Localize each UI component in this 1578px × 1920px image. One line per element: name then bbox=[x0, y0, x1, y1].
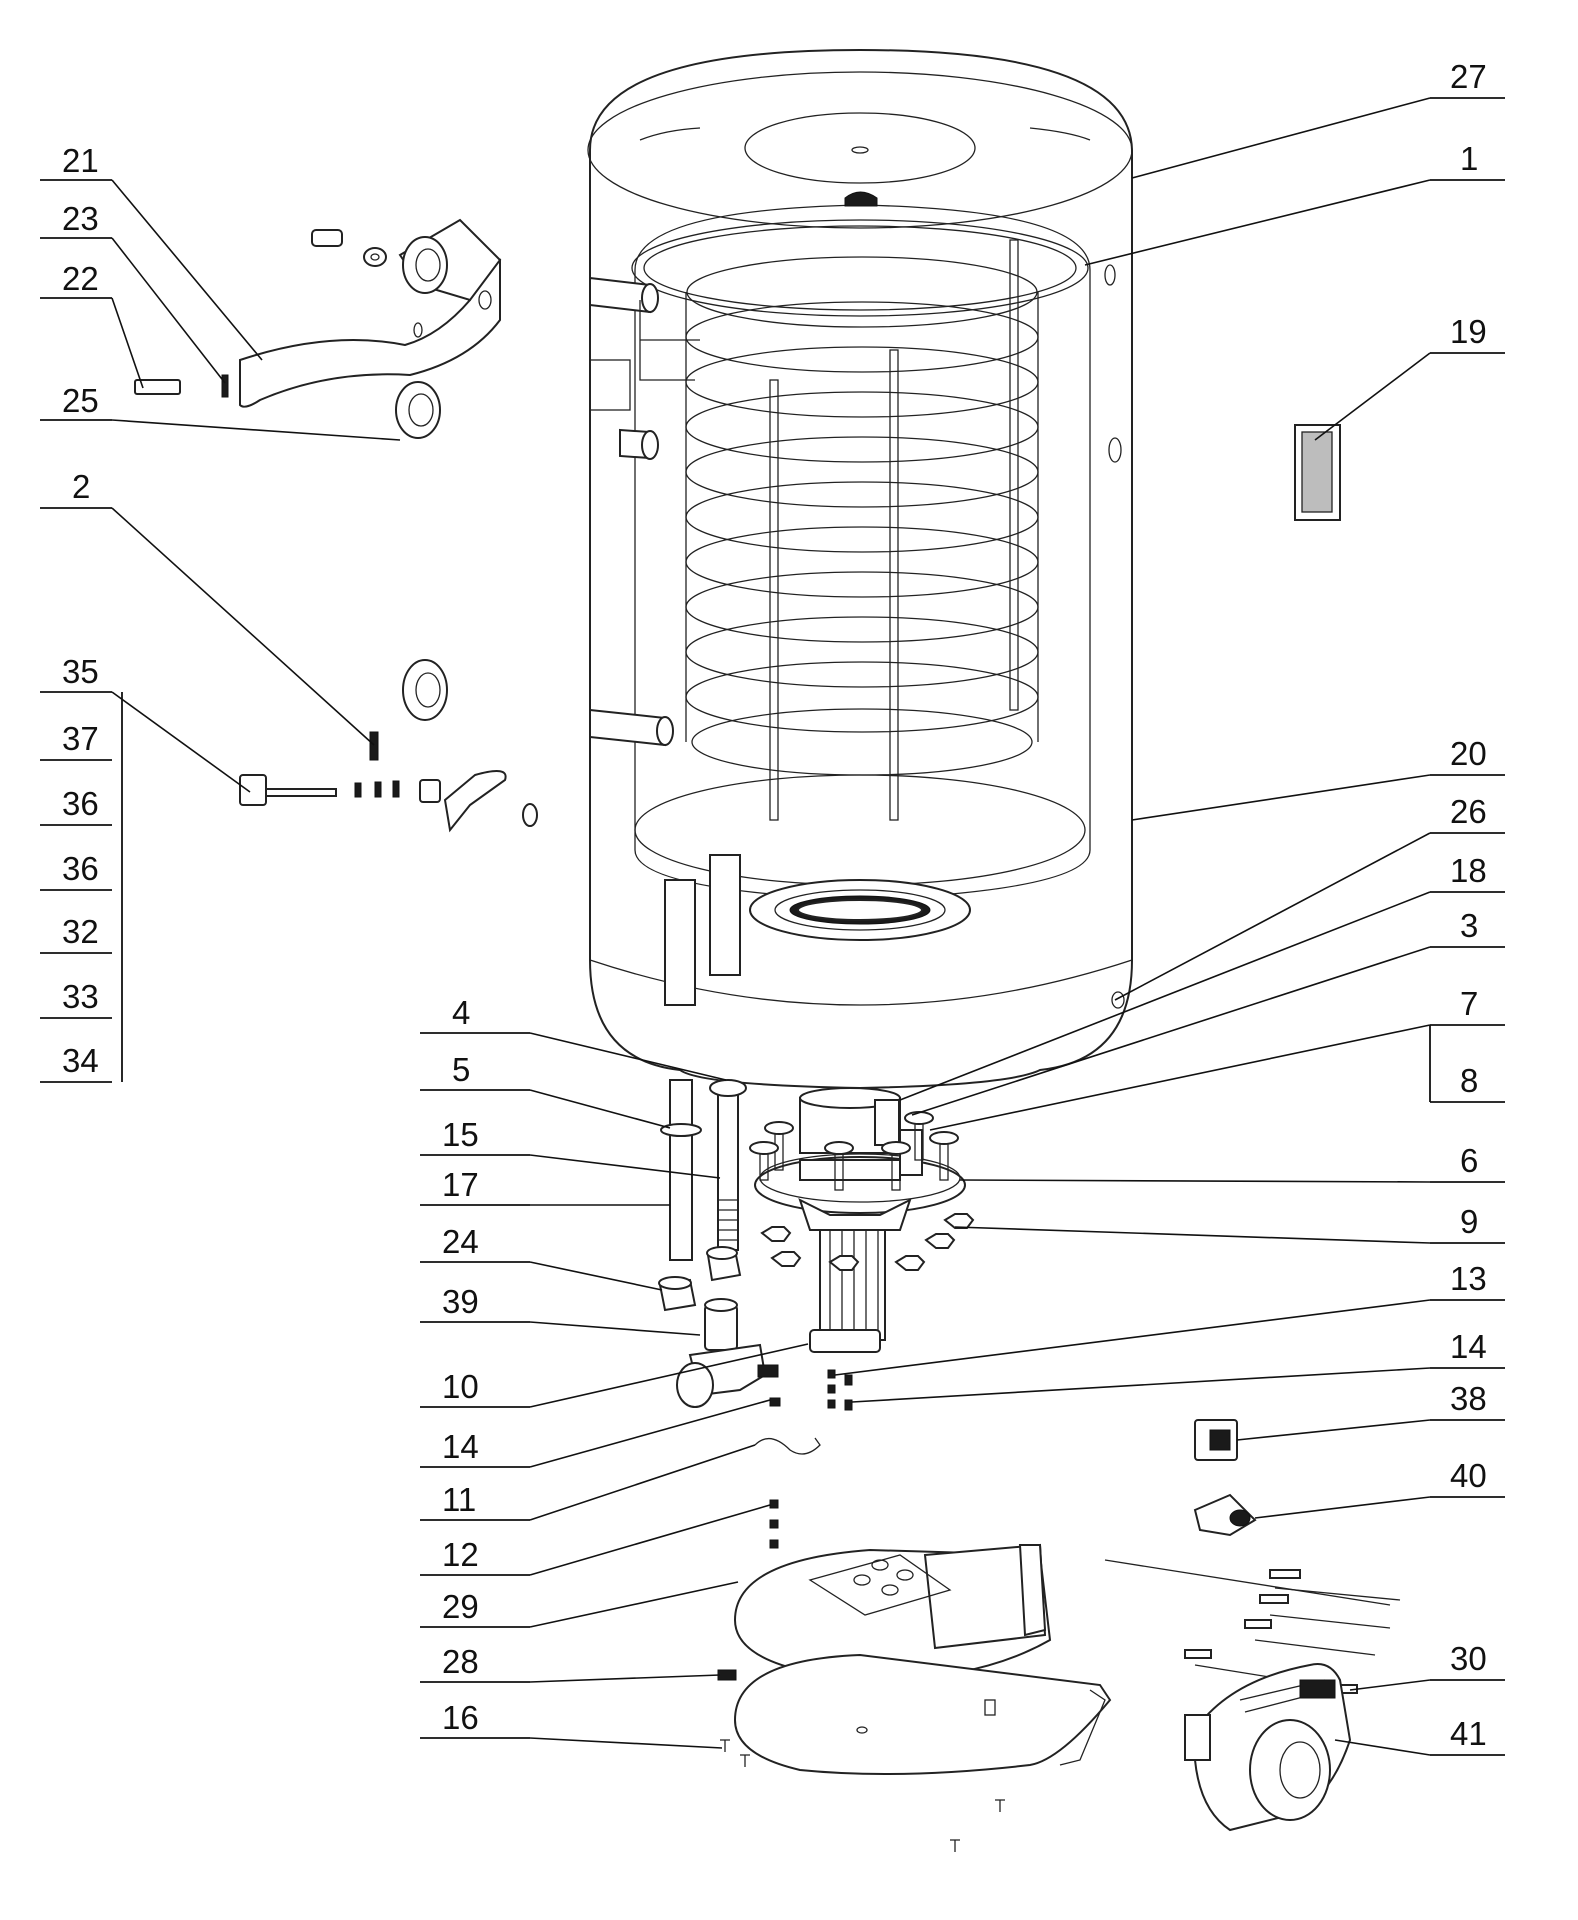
callout-40: 40 bbox=[1450, 1457, 1487, 1494]
callout-3: 3 bbox=[1460, 907, 1478, 944]
callout-38: 38 bbox=[1450, 1380, 1487, 1417]
coil bbox=[685, 239, 1039, 821]
callout-41: 41 bbox=[1450, 1715, 1487, 1752]
callout-21: 21 bbox=[62, 142, 99, 179]
callout-20: 20 bbox=[1450, 735, 1487, 772]
callout-39: 39 bbox=[442, 1283, 479, 1320]
callout-23: 23 bbox=[62, 200, 99, 237]
callout-15: 15 bbox=[442, 1116, 479, 1153]
callout-22: 22 bbox=[62, 260, 99, 297]
callout-10: 10 bbox=[442, 1368, 479, 1405]
callout-12: 12 bbox=[442, 1536, 479, 1573]
callout-labels: 21 23 22 25 2 35 37 36 36 32 33 34 4 5 1… bbox=[62, 58, 1487, 1752]
water-heater-tank bbox=[587, 48, 1133, 1090]
callout-4: 4 bbox=[452, 994, 470, 1031]
anode-and-sleeves bbox=[658, 1079, 821, 1549]
callout-25: 25 bbox=[62, 382, 99, 419]
callout-17: 17 bbox=[442, 1166, 479, 1203]
callout-34: 34 bbox=[62, 1042, 99, 1079]
callout-28: 28 bbox=[442, 1643, 479, 1680]
callout-13: 13 bbox=[1450, 1260, 1487, 1297]
callout-19: 19 bbox=[1450, 313, 1487, 350]
callout-7: 7 bbox=[1460, 985, 1478, 1022]
callout-6: 6 bbox=[1460, 1142, 1478, 1179]
callout-26: 26 bbox=[1450, 793, 1487, 830]
callout-36-b: 36 bbox=[62, 850, 99, 887]
bottom-cover bbox=[717, 1543, 1112, 1852]
callout-14-b: 14 bbox=[1450, 1328, 1487, 1365]
heating-element-assembly bbox=[749, 1087, 975, 1411]
leader-lines bbox=[40, 97, 1505, 1756]
drain-valve-assembly bbox=[239, 659, 538, 833]
callout-35: 35 bbox=[62, 653, 99, 690]
callout-18: 18 bbox=[1450, 852, 1487, 889]
callout-27: 27 bbox=[1450, 58, 1487, 95]
callout-24: 24 bbox=[442, 1223, 479, 1260]
callout-1: 1 bbox=[1460, 140, 1478, 177]
callout-30: 30 bbox=[1450, 1640, 1487, 1677]
callout-11: 11 bbox=[442, 1481, 476, 1518]
flange-nuts bbox=[760, 1213, 975, 1271]
callout-29: 29 bbox=[442, 1588, 479, 1625]
wires bbox=[1104, 1559, 1401, 1694]
callout-8: 8 bbox=[1460, 1062, 1478, 1099]
callout-2: 2 bbox=[72, 468, 90, 505]
callout-33: 33 bbox=[62, 978, 99, 1015]
callout-32: 32 bbox=[62, 913, 99, 950]
flange-bolts bbox=[749, 1111, 959, 1191]
callout-9: 9 bbox=[1460, 1203, 1478, 1240]
callout-16: 16 bbox=[442, 1699, 479, 1736]
callout-5: 5 bbox=[452, 1051, 470, 1088]
right-side-parts bbox=[1104, 424, 1401, 1832]
callout-14-a: 14 bbox=[442, 1428, 479, 1465]
callout-37: 37 bbox=[62, 720, 99, 757]
upper-bracket-assembly bbox=[134, 218, 502, 439]
blower bbox=[1184, 1663, 1352, 1832]
callout-36-a: 36 bbox=[62, 785, 99, 822]
